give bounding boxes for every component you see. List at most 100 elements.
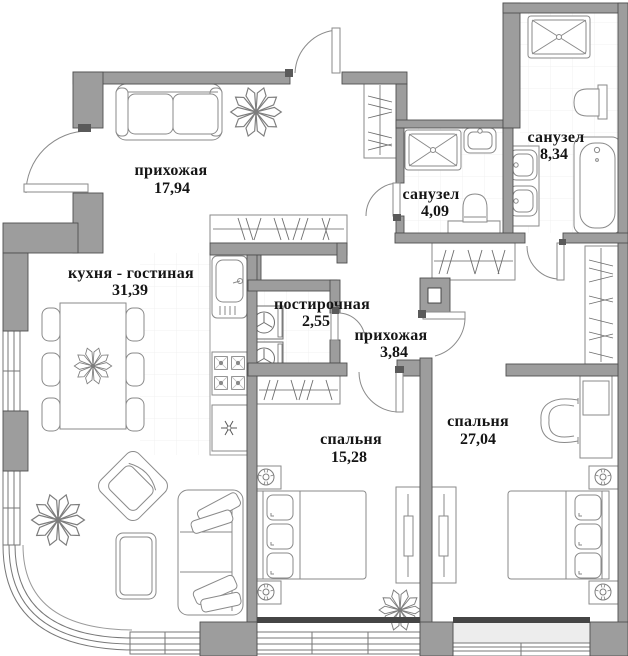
shaft [427,287,442,304]
window [2,330,21,412]
room-name: постирочная [274,296,370,313]
room-label-bathroom-big: санузел 8,34 [527,129,584,163]
wall [199,621,258,656]
wall [2,410,29,472]
room-name: прихожая [355,327,428,344]
bathroom-sink [463,127,497,154]
window [2,470,21,546]
coffee-table [115,532,157,600]
wall [562,232,628,244]
nightstand [588,580,619,605]
wall [395,127,405,184]
balcony-strip [452,621,591,644]
room-name: спальня [447,413,509,430]
room-area: 8,34 [540,146,568,163]
bay-window-curve [2,544,133,651]
wall [329,339,341,364]
wall [505,363,619,377]
wall [247,362,348,377]
stove [211,351,248,396]
room-area: 15,28 [331,449,367,466]
room-area: 31,39 [112,282,148,299]
double-bed [255,490,367,580]
nightstand [588,465,619,490]
sofa [177,489,244,616]
bathroom-door [526,239,566,281]
room-name: спальня [320,431,382,448]
room-label-hallway-small: прихожая 3,84 [355,327,428,361]
wall [257,617,420,623]
wall [502,2,521,129]
wall [2,252,29,332]
hall-door [418,310,466,357]
wardrobe [209,214,348,244]
tv-unit [395,486,421,584]
wall [341,71,408,85]
wall [589,621,628,656]
room-name: прихожая [135,162,208,179]
wall [419,621,454,656]
room-area: 4,09 [421,203,449,220]
shower-tray [404,129,462,171]
wall [246,254,258,623]
kitchen-counter [209,252,250,456]
desk [579,375,613,459]
wall [453,617,590,623]
terrace-door [23,124,91,194]
entry-door [285,27,341,77]
furniture [30,15,622,632]
windows [2,330,591,656]
double-bed [507,490,610,580]
tv-unit [431,486,457,584]
wardrobe [256,375,341,405]
wall [209,242,348,256]
kitchen-sink [211,255,248,319]
room-area: 3,84 [380,344,408,361]
wall [336,242,348,264]
dining-table [41,302,145,432]
room-labels: прихожая 17,94 кухня - гостиная 31,39 по… [68,129,584,466]
room-name: санузел [527,129,584,146]
toilet [447,193,501,235]
wall [502,127,514,236]
wardrobe [584,245,619,365]
wardrobe [363,81,398,159]
wall [617,2,628,656]
window [129,631,201,655]
dishwasher [211,404,248,452]
wall [2,222,79,254]
bathtub [573,136,622,235]
wall [72,71,291,85]
wardrobe [431,242,516,281]
armchair [98,451,168,521]
wall [502,2,628,14]
window [256,631,421,655]
bathroom-door [365,182,401,221]
window [452,642,591,656]
room-label-kitchen-living: кухня - гостиная 31,39 [68,265,194,299]
toilet [573,84,608,120]
wall [247,279,338,292]
room-label-hallway-big: прихожая 17,94 [135,162,208,197]
room-label-laundry: постирочная 2,55 [274,296,370,330]
room-name: санузел [402,186,459,203]
room-label-bathroom-small: санузел 4,09 [402,186,459,220]
wall [395,119,504,129]
room-label-bedroom-big: спальня 27,04 [447,413,509,448]
wardrobes [209,81,619,405]
wall [419,357,433,626]
laundry-door [330,307,366,341]
bedroom-door [358,366,404,413]
wall [72,71,104,129]
shower-tray [527,15,591,59]
room-name: кухня - гостиная [68,265,194,282]
sofa [115,83,223,141]
wall [394,232,526,244]
desk-chair [540,398,579,444]
appliance-star-icon [221,420,237,436]
doors [23,27,566,413]
room-area: 17,94 [154,180,190,197]
room-area: 2,55 [302,313,330,330]
